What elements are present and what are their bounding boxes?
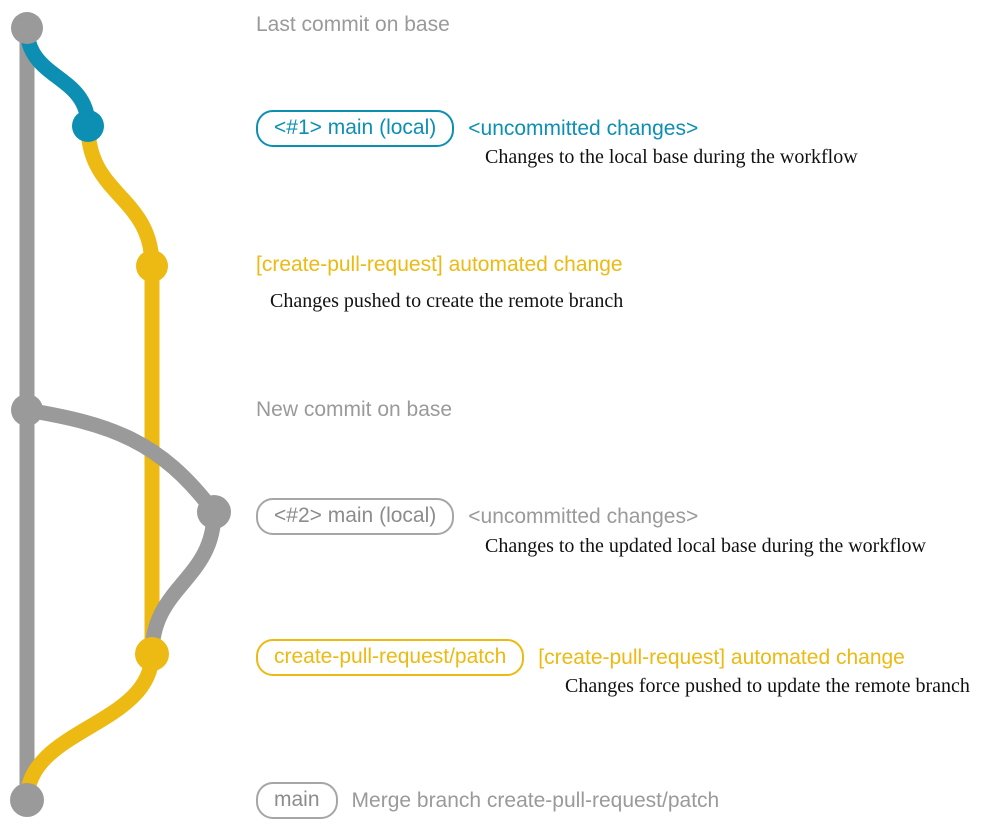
commit-subject: [create-pull-request] automated change: [256, 253, 623, 276]
local-to-remote-line: [144, 504, 222, 662]
merge-commit-node[interactable]: [10, 783, 44, 817]
branch-badge-create-pull-request-patch[interactable]: create-pull-request/patch: [256, 639, 525, 676]
commit-description: Changes pushed to create the remote bran…: [270, 290, 624, 312]
last-commit-on-base-node[interactable]: [11, 12, 43, 44]
commit-subject: New commit on base: [256, 398, 453, 421]
commit-description: Changes to the updated local base during…: [485, 535, 926, 557]
local-branch-line-2: [19, 402, 222, 520]
local-uncommitted-2-node[interactable]: [197, 495, 231, 529]
new-commit-on-base-node[interactable]: [11, 394, 43, 426]
row-remote-update: create-pull-request/patch [create-pull-r…: [256, 639, 905, 676]
remote-create-branch-node[interactable]: [136, 250, 168, 282]
commit-description: Changes to the local base during the wor…: [485, 146, 858, 168]
row-local-1: <#1> main (local) <uncommitted changes>: [256, 110, 698, 147]
row-merge: main Merge branch create-pull-request/pa…: [256, 782, 719, 819]
branch-badge-main-local-2[interactable]: <#2> main (local): [256, 498, 455, 535]
row-last-commit-on-base: Last commit on base: [256, 14, 450, 35]
row-remote-create: [create-pull-request] automated change: [256, 254, 623, 275]
commit-subject: Last commit on base: [256, 13, 450, 36]
merge-line: [19, 646, 160, 808]
branch-badge-main-local-1[interactable]: <#1> main (local): [256, 110, 455, 147]
remote-force-push-node[interactable]: [135, 637, 169, 671]
branch-badge-main[interactable]: main: [256, 782, 338, 819]
row-local-2: <#2> main (local) <uncommitted changes>: [256, 498, 698, 535]
commit-subject: [create-pull-request] automated change: [538, 646, 905, 669]
commit-subject: Merge branch create-pull-request/patch: [351, 789, 720, 812]
commit-subject: <uncommitted changes>: [468, 117, 699, 140]
commit-description: Changes force pushed to update the remot…: [565, 675, 970, 697]
local-uncommitted-1-node[interactable]: [72, 110, 104, 142]
commit-subject: <uncommitted changes>: [468, 505, 699, 528]
remote-branch-line-create: [80, 118, 160, 274]
row-new-commit-on-base: New commit on base: [256, 399, 452, 420]
